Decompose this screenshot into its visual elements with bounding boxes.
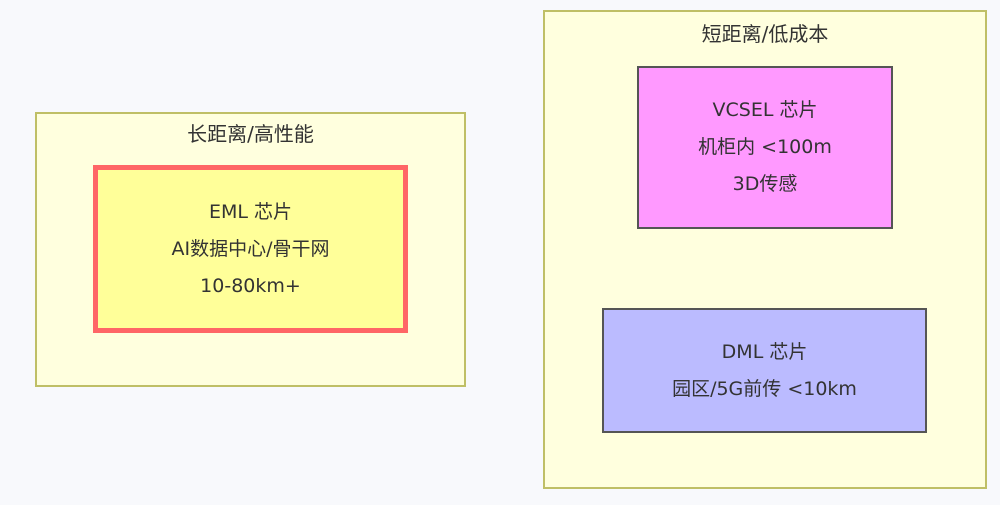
node-vcsel-title: VCSEL 芯片: [712, 99, 818, 121]
node-vcsel-application: 3D传感: [732, 173, 798, 195]
group-title-short-distance: 短距离/低成本: [701, 22, 829, 46]
node-dml-chip[interactable]: DML 芯片 园区/5G前传 <10km: [602, 308, 927, 433]
group-title-long-distance: 长距离/高性能: [187, 122, 314, 146]
node-vcsel-range: 机柜内 <100m: [698, 136, 832, 158]
node-eml-range: 10-80km+: [200, 274, 301, 297]
node-dml-title: DML 芯片: [721, 340, 808, 363]
node-eml-application: AI数据中心/骨干网: [171, 237, 330, 260]
node-eml-chip[interactable]: EML 芯片 AI数据中心/骨干网 10-80km+: [93, 165, 408, 333]
node-eml-title: EML 芯片: [208, 200, 293, 223]
node-vcsel-chip[interactable]: VCSEL 芯片 机柜内 <100m 3D传感: [637, 66, 893, 229]
node-dml-application: 园区/5G前传 <10km: [672, 377, 857, 400]
